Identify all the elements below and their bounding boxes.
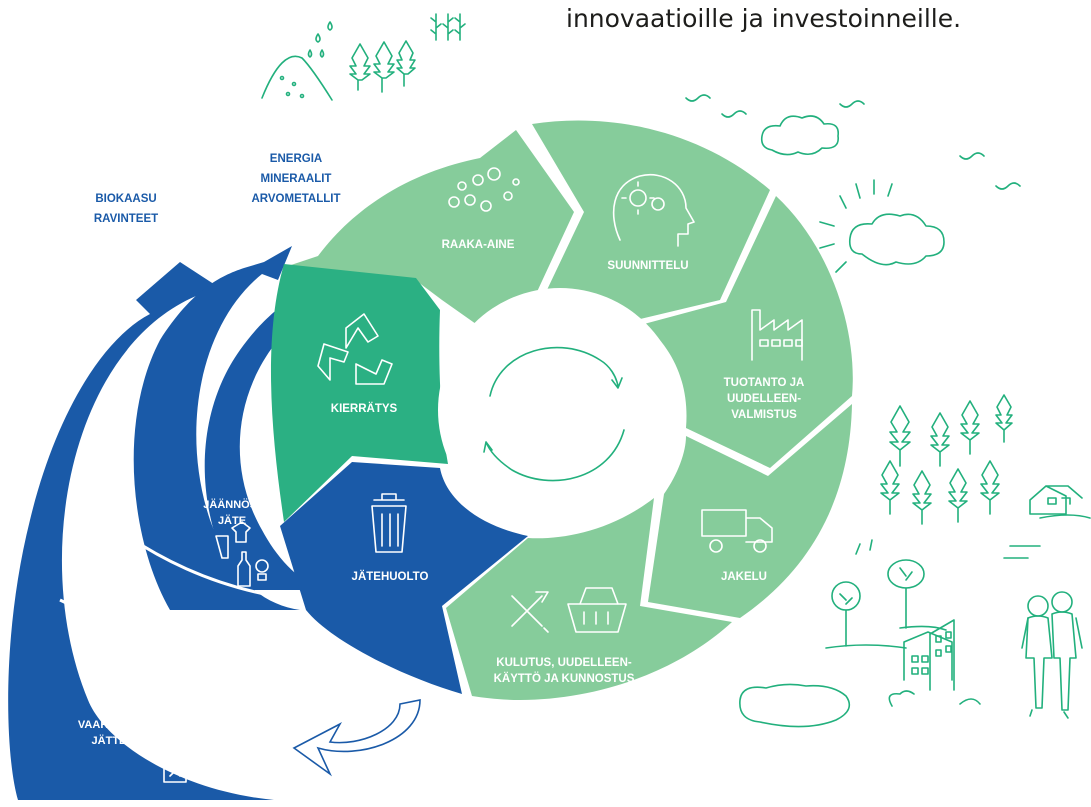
segment-kierratys — [270, 264, 448, 522]
segment-tuotanto-label-line3: VALMISTUS — [731, 409, 797, 421]
segment-kulutus-label-line1: KULUTUS, UUDELLEEN- — [496, 657, 632, 669]
segment-tuotanto — [644, 196, 853, 468]
intro-text: innovaatioille ja investoinneille. — [566, 4, 962, 33]
outputs-inner-line3: ARVOMETALLIT — [251, 193, 340, 205]
segment-suunnittelu — [532, 120, 770, 320]
recycle-icon — [317, 313, 393, 385]
outputs-outer-line2: RAVINTEET — [94, 213, 158, 225]
segment-kierratys-label: KIERRÄTYS — [331, 402, 398, 415]
return-arrow-icon — [292, 699, 421, 777]
head-gears-icon — [612, 173, 695, 247]
segment-raaka-aine — [288, 130, 574, 324]
people-doodle-icon — [1021, 591, 1083, 719]
clothes-bottle-bulb-icon — [215, 521, 269, 587]
waste-vaaralliset-label-line1: VAARALLISET — [78, 719, 154, 731]
hazard-signs-icon — [163, 731, 239, 787]
waste-jaannosjate-label-line1: JÄÄNNÖS- — [203, 498, 261, 511]
cycle-center — [438, 288, 682, 532]
waste-vaaralliset-label-line2: JÄTTEET — [92, 734, 141, 747]
tools-basket-icon — [511, 587, 627, 633]
banana-apple-icon — [217, 621, 275, 677]
segment-suunnittelu-label: SUUNNITTELU — [607, 260, 688, 272]
waste-biojate-label: BIOJÄTE — [158, 614, 206, 627]
waste-stream-arrows — [8, 246, 331, 800]
sky-doodle-icon — [685, 94, 1021, 273]
waste-jaannosjate-label-line2: JÄTE — [218, 514, 246, 527]
segment-kulutus-label-line2: KÄYTTÖ JA KUNNOSTUS — [494, 672, 635, 685]
cycle-ring — [270, 120, 853, 700]
outputs-inner-line1: ENERGIA — [270, 153, 322, 165]
outputs-inner-line2: MINERAALIT — [261, 173, 332, 185]
outputs-outer-line1: BIOKAASU — [95, 193, 156, 205]
segment-tuotanto-label-line1: TUOTANTO JA — [724, 377, 805, 389]
truck-icon — [701, 509, 773, 553]
segment-jatehuolto-label: JÄTEHUOLTO — [352, 570, 429, 583]
trash-bin-icon — [371, 493, 407, 553]
forest-doodle-icon — [880, 394, 1091, 559]
segment-raaka-aine-label: RAAKA-AINE — [442, 239, 515, 251]
segment-jakelu — [648, 404, 852, 618]
segment-jakelu-label: JAKELU — [721, 571, 767, 583]
town-doodle-icon — [739, 539, 981, 728]
pebbles-icon — [448, 167, 520, 212]
nature-doodle-icon — [261, 13, 466, 101]
segment-jatehuolto — [280, 462, 528, 694]
factory-icon — [751, 309, 803, 361]
segment-tuotanto-label-line2: UUDELLEEN- — [727, 393, 801, 405]
segment-kulutus — [446, 498, 732, 700]
